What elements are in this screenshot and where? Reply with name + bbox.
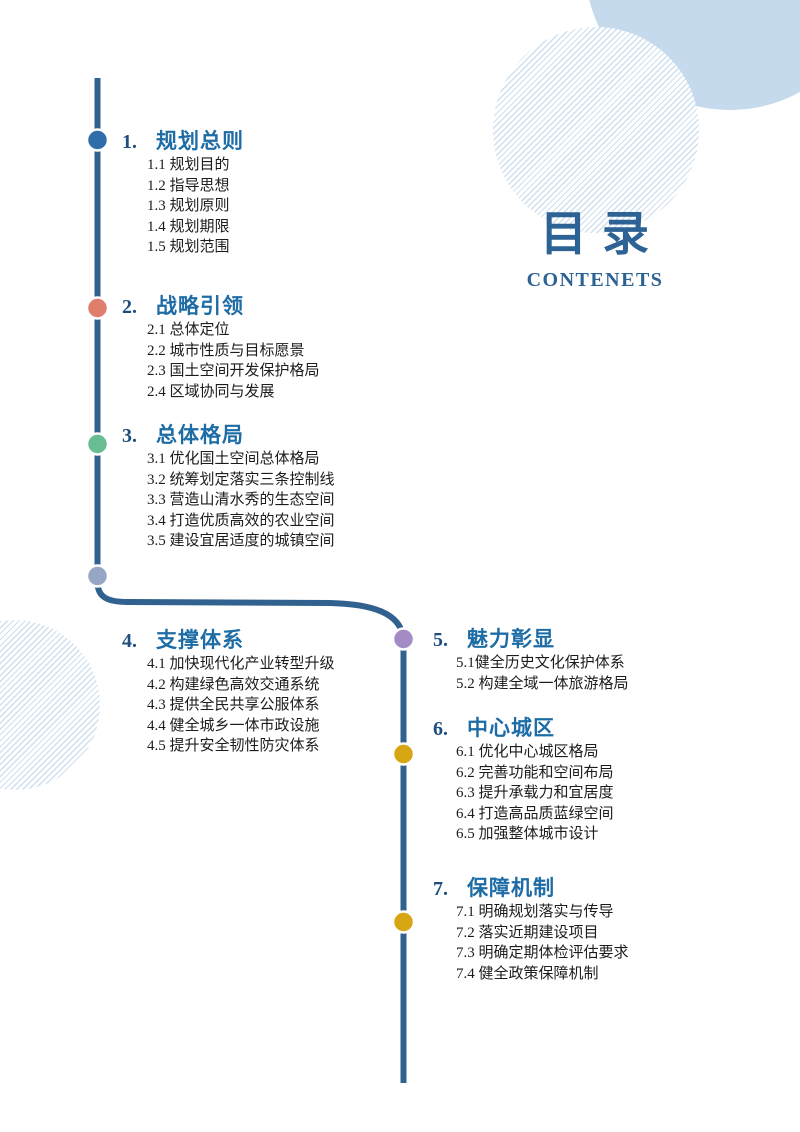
toc-item: 6.4 打造高品质蓝绿空间 (456, 805, 614, 822)
section-2: 2. 战略引领 2.1 总体定位 2.2 城市性质与目标愿景 2.3 国土空间开… (122, 295, 320, 402)
toc-item: 7.2 落实近期建设项目 (456, 924, 599, 941)
toc-title-en: CONTENETS (526, 269, 664, 291)
timeline-dot-junction (85, 564, 110, 588)
section-3-items: 3.1 优化国土空间总体格局 3.2 统筹划定落实三条控制线 3.3 营造山清水… (122, 449, 335, 552)
toc-item: 6.5 加强整体城市设计 (456, 826, 599, 843)
toc-item: 4.5 提升安全韧性防灾体系 (147, 738, 320, 755)
toc-item: 3.5 建设宜居适度的城镇空间 (147, 533, 335, 550)
toc-item: 1.1 规划目的 (147, 157, 230, 173)
section-5-number: 5. (433, 629, 448, 651)
section-1-heading: 1. 规划总则 (122, 130, 244, 154)
section-7-number: 7. (433, 878, 448, 900)
section-4-title: 支撑体系 (156, 629, 244, 652)
section-1-title: 规划总则 (156, 130, 244, 153)
toc-item: 4.3 提供全民共享公服体系 (147, 697, 320, 714)
section-5: 5. 魅力彰显 5.1健全历史文化保护体系 5.2 构建全域一体旅游格局 (433, 628, 629, 694)
timeline-dot-section-6 (391, 742, 416, 766)
section-7-heading: 7. 保障机制 (433, 877, 629, 901)
toc-item: 6.3 提升承载力和宜居度 (456, 785, 614, 802)
section-5-title: 魅力彰显 (467, 628, 555, 651)
toc-item: 3.4 打造优质高效的农业空间 (147, 512, 335, 529)
section-6-heading: 6. 中心城区 (433, 717, 614, 741)
toc-item: 1.5 规划范围 (147, 239, 230, 256)
section-7: 7. 保障机制 7.1 明确规划落实与传导 7.2 落实近期建设项目 7.3 明… (433, 877, 629, 984)
toc-title-block: 目 录 CONTENETS (495, 207, 695, 291)
timeline-dot-section-3 (85, 432, 110, 456)
toc-item: 1.2 指导思想 (147, 177, 230, 194)
toc-item: 5.2 构建全域一体旅游格局 (456, 675, 629, 692)
timeline-dot-section-7 (391, 910, 416, 934)
toc-item: 7.1 明确规划落实与传导 (456, 904, 614, 920)
toc-item: 4.1 加快现代化产业转型升级 (147, 656, 335, 672)
section-1: 1. 规划总则 1.1 规划目的 1.2 指导思想 1.3 规划原则 1.4 规… (122, 130, 244, 258)
section-5-items: 5.1健全历史文化保护体系 5.2 构建全域一体旅游格局 (433, 653, 629, 694)
section-5-heading: 5. 魅力彰显 (433, 628, 629, 652)
decor-circle-hatched-top (493, 27, 699, 233)
section-2-title: 战略引领 (156, 295, 244, 318)
section-7-title: 保障机制 (467, 877, 555, 900)
section-6-items: 6.1 优化中心城区格局 6.2 完善功能和空间布局 6.3 提升承载力和宜居度… (433, 742, 614, 845)
toc-item: 3.1 优化国土空间总体格局 (147, 451, 320, 467)
toc-item: 1.3 规划原则 (147, 198, 230, 215)
section-2-items: 2.1 总体定位 2.2 城市性质与目标愿景 2.3 国土空间开发保护格局 2.… (122, 320, 320, 402)
toc-item: 6.2 完善功能和空间布局 (456, 764, 614, 781)
toc-item: 2.1 总体定位 (147, 322, 230, 338)
section-3-title: 总体格局 (156, 424, 244, 447)
section-1-number: 1. (122, 131, 137, 153)
toc-item: 7.3 明确定期体检评估要求 (456, 945, 629, 962)
timeline-path (94, 78, 407, 1083)
section-4-number: 4. (122, 630, 137, 652)
toc-item: 5.1健全历史文化保护体系 (456, 655, 625, 671)
timeline-dot-section-1 (85, 128, 110, 152)
section-3-heading: 3. 总体格局 (122, 424, 335, 448)
toc-item: 4.4 健全城乡一体市政设施 (147, 717, 320, 734)
timeline-dot-section-2 (85, 296, 110, 320)
section-6-number: 6. (433, 718, 448, 740)
section-1-items: 1.1 规划目的 1.2 指导思想 1.3 规划原则 1.4 规划期限 1.5 … (122, 155, 244, 258)
toc-item: 4.2 构建绿色高效交通系统 (147, 676, 320, 693)
section-7-items: 7.1 明确规划落实与传导 7.2 落实近期建设项目 7.3 明确定期体检评估要… (433, 902, 629, 984)
toc-item: 2.3 国土空间开发保护格局 (147, 363, 320, 380)
section-4: 4. 支撑体系 4.1 加快现代化产业转型升级 4.2 构建绿色高效交通系统 4… (122, 629, 335, 757)
toc-item: 3.2 统筹划定落实三条控制线 (147, 471, 335, 488)
toc-item: 2.2 城市性质与目标愿景 (147, 342, 305, 359)
section-2-number: 2. (122, 296, 137, 318)
timeline-dot-section-5 (391, 627, 416, 651)
toc-item: 7.4 健全政策保障机制 (456, 965, 599, 982)
toc-title-cn: 目 录 (539, 207, 651, 260)
section-3-number: 3. (122, 425, 137, 447)
toc-item: 3.3 营造山清水秀的生态空间 (147, 492, 335, 509)
toc-item: 2.4 区域协同与发展 (147, 383, 275, 400)
section-4-items: 4.1 加快现代化产业转型升级 4.2 构建绿色高效交通系统 4.3 提供全民共… (122, 654, 335, 757)
section-6-title: 中心城区 (467, 717, 555, 740)
toc-item: 6.1 优化中心城区格局 (456, 744, 599, 760)
section-2-heading: 2. 战略引领 (122, 295, 320, 319)
section-3: 3. 总体格局 3.1 优化国土空间总体格局 3.2 统筹划定落实三条控制线 3… (122, 424, 335, 552)
section-4-heading: 4. 支撑体系 (122, 629, 335, 653)
section-6: 6. 中心城区 6.1 优化中心城区格局 6.2 完善功能和空间布局 6.3 提… (433, 717, 614, 845)
toc-item: 1.4 规划期限 (147, 218, 230, 235)
